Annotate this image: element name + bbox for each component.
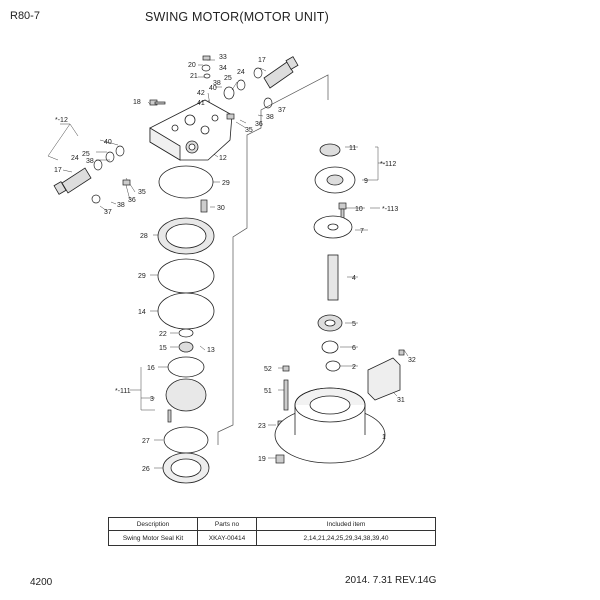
callout-24-top: 24 <box>237 69 245 76</box>
callout-37-left: 37 <box>104 209 112 216</box>
callout-kit-111: *-111 <box>115 388 131 395</box>
callout-11: 11 <box>349 145 356 152</box>
seal-kit-table: Description Parts no Included item Swing… <box>108 517 436 546</box>
cover-12 <box>149 99 233 161</box>
callout-1: 1 <box>382 434 386 441</box>
callout-kit-12: *-12 <box>55 117 68 124</box>
callout-9: 9 <box>364 178 368 185</box>
callout-32: 32 <box>408 357 416 364</box>
table-header-row: Description Parts no Included item <box>108 517 436 531</box>
callout-36-left: 36 <box>128 197 136 204</box>
table-row: Swing Motor Seal Kit XKAY-00414 2,14,21,… <box>108 530 436 546</box>
right-stack <box>313 143 356 372</box>
callout-34: 34 <box>219 65 227 72</box>
table-header: Parts no <box>197 517 257 531</box>
callout-37-top: 37 <box>278 107 286 114</box>
callout-14: 14 <box>138 309 146 316</box>
callout-7: 7 <box>360 228 364 235</box>
callout-31: 31 <box>397 397 405 404</box>
callout-35-left: 35 <box>138 189 146 196</box>
callout-29-b: 29 <box>138 273 146 280</box>
callout-25-top: 25 <box>224 75 232 82</box>
callout-25-left: 25 <box>82 151 90 158</box>
callout-16: 16 <box>147 365 155 372</box>
callout-12: 12 <box>219 155 227 162</box>
relief-valve-top <box>263 56 299 89</box>
callout-40-left: 40 <box>104 139 112 146</box>
callout-30: 30 <box>217 205 225 212</box>
callout-17-left: 17 <box>54 167 62 174</box>
callout-29-a: 29 <box>222 180 230 187</box>
page-title: SWING MOTOR(MOTOR UNIT) <box>145 10 329 24</box>
callout-kit-112: *-112 <box>380 161 396 168</box>
callout-27: 27 <box>142 438 150 445</box>
callout-51: 51 <box>264 388 272 395</box>
callout-35-top: 35 <box>245 127 253 134</box>
callout-13: 13 <box>207 347 215 354</box>
assembly-outline <box>217 74 329 445</box>
callout-33: 33 <box>219 54 227 61</box>
callout-19: 19 <box>258 456 266 463</box>
callout-15: 15 <box>159 345 167 352</box>
valve-31 <box>367 357 401 401</box>
callout-24-left: 24 <box>71 155 79 162</box>
callout-41: 41 <box>197 100 205 107</box>
callout-4: 4 <box>352 275 356 282</box>
callout-38-left-b: 38 <box>117 202 125 209</box>
left-stack <box>157 165 215 484</box>
seal-rings <box>91 64 273 204</box>
callout-38-top: 38 <box>213 80 221 87</box>
callout-3: 3 <box>150 396 154 403</box>
callout-42: 42 <box>197 90 205 97</box>
callout-2: 2 <box>352 364 356 371</box>
table-cell: XKAY-00414 <box>197 530 257 546</box>
exploded-parts-diagram: 33 20 34 21 17 24 25 38 40 42 41 18 37 3… <box>47 54 416 484</box>
revision-date: 2014. 7.31 REV.14G <box>345 575 437 586</box>
bolts <box>122 55 405 464</box>
callout-23: 23 <box>258 423 266 430</box>
callout-36-top: 36 <box>255 121 263 128</box>
relief-valve-left <box>53 167 92 195</box>
callout-21: 21 <box>190 73 198 80</box>
callout-38-right: 38 <box>266 114 274 121</box>
callout-20: 20 <box>188 62 196 69</box>
callout-17-top: 17 <box>258 57 266 64</box>
table-cell: Swing Motor Seal Kit <box>108 530 198 546</box>
table-cell: 2,14,21,24,25,29,34,38,39,40 <box>256 530 436 546</box>
table-header: Description <box>108 517 198 531</box>
callout-5: 5 <box>352 321 356 328</box>
housing-1 <box>274 387 386 464</box>
callout-40-top: 40 <box>209 85 217 92</box>
callout-38-left-a: 38 <box>86 158 94 165</box>
callout-22: 22 <box>159 331 167 338</box>
callout-6: 6 <box>352 345 356 352</box>
model-code: R80-7 <box>10 10 40 22</box>
callout-52: 52 <box>264 366 272 373</box>
callout-kit-113: *-113 <box>382 206 398 213</box>
callout-10: 10 <box>355 206 363 213</box>
callout-28: 28 <box>140 233 148 240</box>
table-header: Included item <box>256 517 436 531</box>
callout-26: 26 <box>142 466 150 473</box>
page-number: 4200 <box>30 577 53 588</box>
callout-18: 18 <box>133 99 141 106</box>
